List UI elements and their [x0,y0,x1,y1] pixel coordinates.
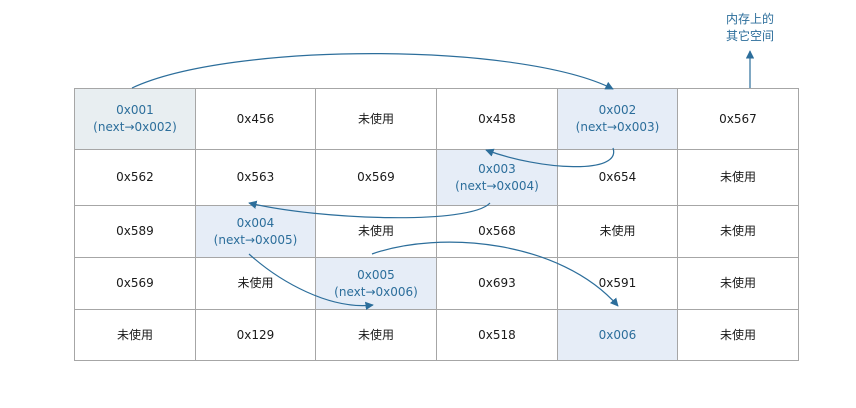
cell-address: 0x001 [116,103,154,117]
cell-address: 0x563 [236,170,275,184]
cell-address: 0x518 [478,327,516,342]
cell-address: 0x693 [478,276,516,290]
cell-address: 0x589 [116,224,154,238]
memory-cell: 0x591 [557,257,678,310]
cell-address: 0x004 [236,215,275,230]
cell-address: 未使用 [116,327,153,342]
memory-cell: 未使用 [74,309,196,361]
memory-cell: 0x518 [436,309,558,361]
cell-address: 未使用 [719,224,756,238]
note-line-1: 内存上的 [725,12,774,26]
linked-node-cell: 0x003 (next→0x004) [436,149,558,206]
linked-node-cell: 0x005 (next→0x006) [315,257,437,310]
cell-next-pointer: (next→0x002) [93,120,177,134]
cell-address: 0x129 [236,327,275,342]
memory-cell: 未使用 [557,205,678,258]
cell-address: 0x591 [598,276,637,290]
memory-cell: 0x654 [557,149,678,206]
memory-cell: 未使用 [315,205,437,258]
cell-address: 未使用 [357,111,394,126]
cell-address: 0x006 [598,327,637,342]
linked-node-cell: 0x004 (next→0x005) [195,205,316,258]
cell-next-pointer: (next→0x004) [455,178,539,193]
cell-address: 未使用 [237,276,274,290]
linked-node-cell: 0x002 (next→0x003) [557,88,678,150]
memory-cell: 未使用 [315,309,437,361]
cell-address: 未使用 [599,224,636,238]
cell-address: 0x458 [478,111,516,126]
memory-cell: 0x456 [195,88,316,150]
memory-cell: 未使用 [677,309,799,361]
other-memory-note: 内存上的 其它空间 [716,11,784,45]
memory-cell: 0x129 [195,309,316,361]
memory-row: 未使用 0x129 未使用 0x518 0x006 未使用 [74,309,799,361]
cell-address: 0x002 [598,103,637,117]
arrow-0x001-to-0x002 [131,53,614,90]
cell-address: 0x456 [236,111,275,126]
linked-node-cell: 0x006 [557,309,678,361]
cell-address: 0x569 [116,276,154,290]
note-line-2: 其它空间 [725,29,774,43]
memory-cell: 0x568 [436,205,558,258]
memory-row: 0x569 未使用 0x005 (next→0x006) 0x693 0x591 未使用 [74,257,799,310]
cell-next-pointer: (next→0x003) [575,120,660,134]
memory-cell: 未使用 [677,205,799,258]
cell-address: 未使用 [357,327,394,342]
memory-cell: 0x567 [677,88,799,150]
cell-address: 未使用 [357,224,394,238]
memory-cell: 0x693 [436,257,558,310]
cell-address: 未使用 [719,276,756,290]
cell-address: 0x567 [719,111,757,126]
memory-cell: 0x563 [195,149,316,206]
memory-row: 0x001 (next→0x002) 0x456 未使用 0x458 0x002 (next… [74,88,799,150]
memory-cell: 未使用 [677,149,799,206]
memory-cell: 0x458 [436,88,558,150]
cell-address: 0x568 [478,224,516,238]
memory-cell: 未使用 [195,257,316,310]
cell-address: 0x003 [478,161,516,176]
memory-cell: 0x589 [74,205,196,258]
memory-cell: 0x562 [74,149,196,206]
cell-address: 0x005 [357,267,395,282]
memory-grid: 0x001 (next→0x002) 0x456 未使用 0x458 0x002 (next… [74,88,799,361]
memory-row: 0x562 0x563 0x569 0x003 (next→0x004) 0x654 未使用 [74,149,799,206]
cell-address: 0x569 [357,170,395,184]
linked-node-cell: 0x001 (next→0x002) [74,88,196,150]
memory-row: 0x589 0x004 (next→0x005) 未使用 0x568 未使用 未使用 [74,205,799,258]
cell-next-pointer: (next→0x006) [334,284,418,299]
cell-address: 未使用 [719,327,756,342]
cell-address: 未使用 [719,170,756,184]
memory-cell: 未使用 [677,257,799,310]
cell-address: 0x562 [116,170,154,184]
memory-cell: 0x569 [74,257,196,310]
cell-address: 0x654 [598,170,637,184]
memory-cell: 未使用 [315,88,437,150]
memory-cell: 0x569 [315,149,437,206]
cell-next-pointer: (next→0x005) [213,232,298,247]
